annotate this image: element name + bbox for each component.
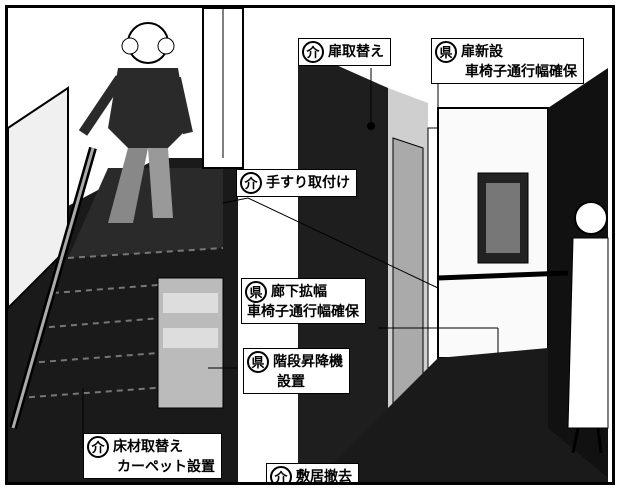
elderly-man: [78, 22, 193, 223]
label-door-new-text: 扉新設: [461, 44, 503, 60]
label-floor-text: 床材取替え: [113, 439, 183, 455]
ken-badge: 県: [435, 41, 457, 63]
label-corridor-line2: 車椅子通行幅確保: [247, 304, 359, 320]
label-corridor: 県廊下拡幅 車椅子通行幅確保: [241, 278, 366, 324]
kaigo-badge: 介: [270, 466, 292, 482]
label-handrail: 介手すり取付け: [236, 169, 357, 197]
illustration-frame: 介扉取替え 県扉新設 車椅子通行幅確保 介手すり取付け 県廊下拡幅 車椅子通行幅…: [5, 5, 615, 485]
kaigo-badge: 介: [302, 41, 324, 63]
label-threshold: 介敷居撤去: [266, 463, 359, 485]
kaigo-badge: 介: [240, 172, 262, 194]
label-door-new-line2: 車椅子通行幅確保: [465, 64, 577, 80]
corridor-handrail: [437, 270, 569, 281]
label-handrail-text: 手すり取付け: [266, 175, 350, 191]
label-door-replace-text: 扉取替え: [328, 44, 384, 60]
ken-badge: 県: [247, 351, 269, 373]
label-stairlift: 県階段昇降機 設置: [243, 348, 350, 394]
corridor-floor: [314, 348, 608, 482]
label-threshold-text: 敷居撤去: [296, 469, 352, 485]
corridor-left-wall: [298, 48, 388, 482]
label-door-new: 県扉新設 車椅子通行幅確保: [431, 38, 584, 84]
ken-badge: 県: [245, 281, 267, 303]
label-door-replace: 介扉取替え: [298, 38, 391, 66]
label-stairlift-text: 階段昇降機: [273, 354, 343, 370]
label-floor-line2: カーペット設置: [117, 459, 215, 475]
label-corridor-text: 廊下拡幅: [271, 284, 327, 300]
elderly-woman: [567, 201, 609, 454]
label-stairlift-line2: 設置: [277, 374, 305, 390]
kaigo-badge: 介: [87, 436, 109, 458]
label-floor: 介床材取替え カーペット設置: [83, 433, 222, 479]
